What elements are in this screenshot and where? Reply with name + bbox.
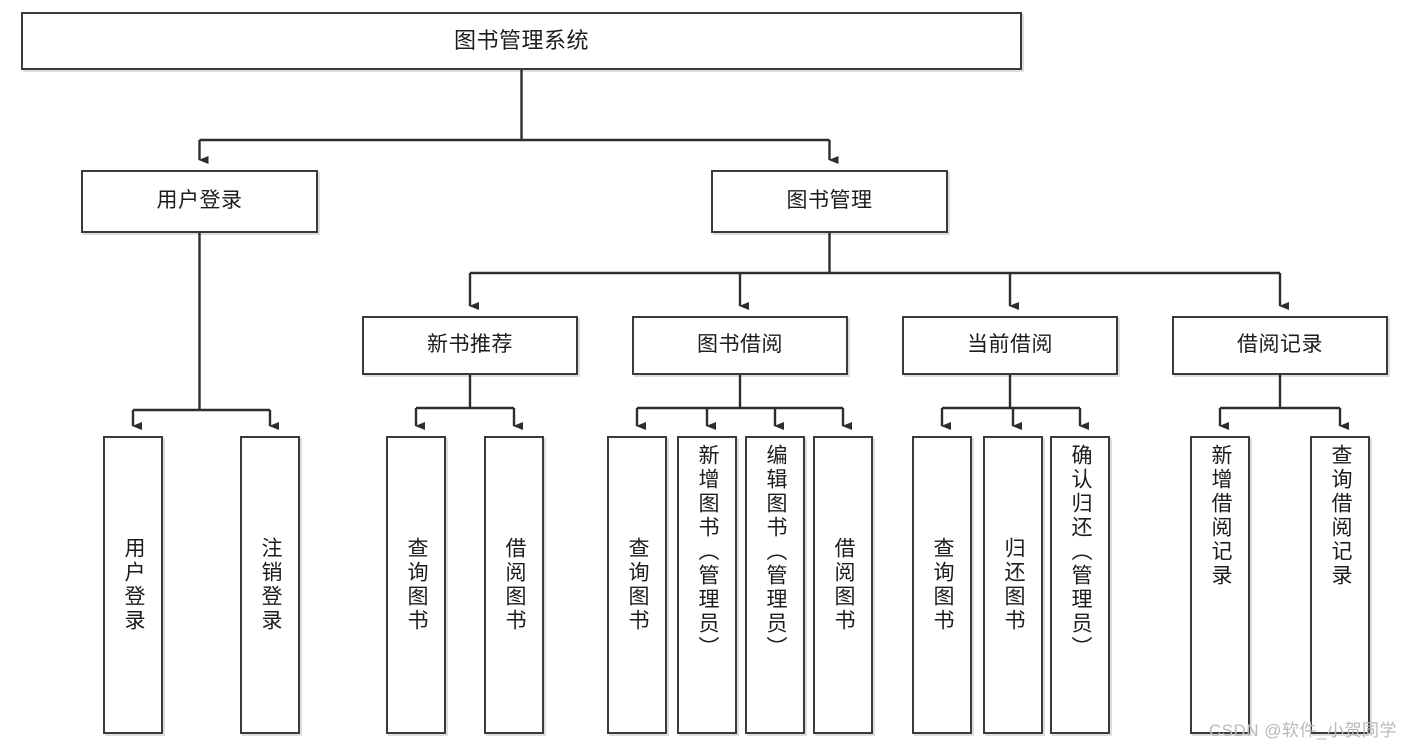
node-label: 用户登录 xyxy=(156,189,243,213)
node-leaf-book-borrow[interactable]: 借阅图书 xyxy=(813,436,873,734)
node-label: 查询借阅记录 xyxy=(1329,444,1353,588)
node-leaf-cur-query[interactable]: 查询图书 xyxy=(912,436,972,734)
node-label: 注销登录 xyxy=(259,537,283,633)
node-label: 查询图书 xyxy=(626,537,650,633)
node-label: 图书管理 xyxy=(786,189,873,213)
node-label: 图书借阅 xyxy=(697,333,783,357)
node-label: 归还图书 xyxy=(1002,537,1026,633)
node-user-login[interactable]: 用户登录 xyxy=(81,170,318,233)
node-new-book-rec[interactable]: 新书推荐 xyxy=(362,316,578,375)
node-leaf-book-add[interactable]: 新增图书（管理员） xyxy=(677,436,737,734)
node-label: 查询图书 xyxy=(405,537,429,633)
node-leaf-cur-confirm[interactable]: 确认归还（管理员） xyxy=(1050,436,1110,734)
node-label: 编辑图书（管理员） xyxy=(764,444,788,660)
node-book-borrow[interactable]: 图书借阅 xyxy=(632,316,848,375)
node-leaf-rec-borrow[interactable]: 借阅图书 xyxy=(484,436,544,734)
node-label: 借阅图书 xyxy=(832,537,856,633)
node-label: 图书管理系统 xyxy=(453,28,589,54)
node-label: 查询图书 xyxy=(931,537,955,633)
node-label: 新书推荐 xyxy=(427,333,513,357)
node-current-borrow[interactable]: 当前借阅 xyxy=(902,316,1118,375)
node-root[interactable]: 图书管理系统 xyxy=(21,12,1022,70)
node-leaf-rec-add[interactable]: 新增借阅记录 xyxy=(1190,436,1250,734)
node-leaf-book-edit[interactable]: 编辑图书（管理员） xyxy=(745,436,805,734)
node-leaf-user-login[interactable]: 用户登录 xyxy=(103,436,163,734)
node-label: 确认归还（管理员） xyxy=(1069,444,1093,660)
node-borrow-record[interactable]: 借阅记录 xyxy=(1172,316,1388,375)
node-book-manage[interactable]: 图书管理 xyxy=(711,170,948,233)
node-leaf-borrow-query[interactable]: 查询图书 xyxy=(607,436,667,734)
node-leaf-rec-search[interactable]: 查询借阅记录 xyxy=(1310,436,1370,734)
node-label: 新增图书（管理员） xyxy=(696,444,720,660)
node-label: 用户登录 xyxy=(122,537,146,633)
node-label: 借阅记录 xyxy=(1237,333,1323,357)
node-label: 借阅图书 xyxy=(503,537,527,633)
node-label: 新增借阅记录 xyxy=(1209,444,1233,588)
node-label: 当前借阅 xyxy=(967,333,1053,357)
node-leaf-cur-return[interactable]: 归还图书 xyxy=(983,436,1043,734)
csdn-watermark: CSDN @软件_小贺同学 xyxy=(1208,721,1397,740)
node-leaf-logout[interactable]: 注销登录 xyxy=(240,436,300,734)
node-leaf-rec-query[interactable]: 查询图书 xyxy=(386,436,446,734)
